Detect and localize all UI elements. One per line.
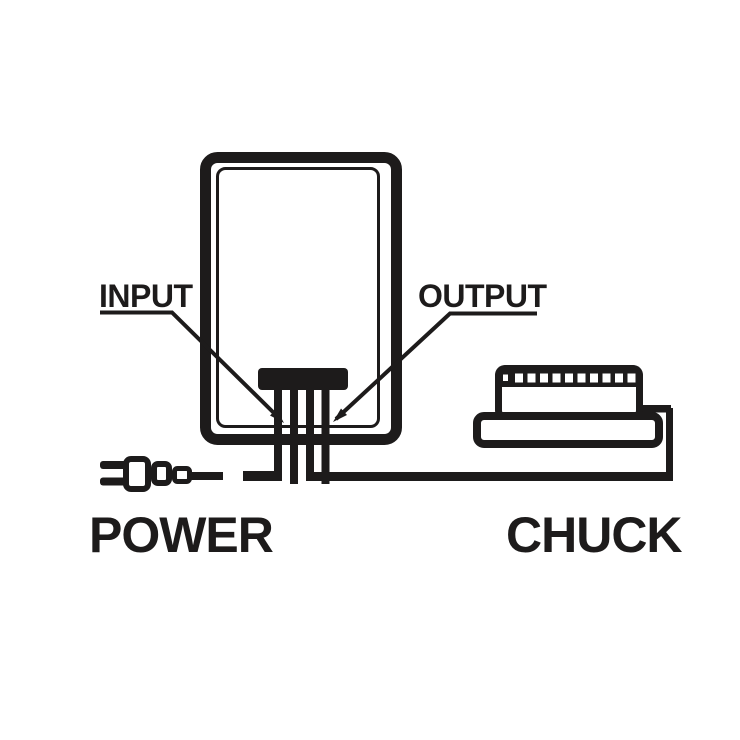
chuck-wire	[306, 405, 673, 481]
magnetic-chuck-icon	[473, 365, 663, 448]
controller-box-icon	[200, 152, 402, 445]
power-wire	[243, 471, 282, 481]
terminal-block-icon	[258, 368, 348, 390]
power-label: POWER	[89, 507, 274, 563]
chuck-vent-squares	[503, 373, 636, 383]
input-label: INPUT	[99, 278, 193, 314]
terminal-pins-icon	[274, 385, 330, 484]
input-leader-arrow	[100, 310, 284, 423]
output-leader-arrow	[333, 311, 537, 422]
power-plug-icon	[100, 456, 223, 492]
output-label: OUTPUT	[418, 278, 547, 314]
chuck-label: CHUCK	[506, 507, 683, 563]
